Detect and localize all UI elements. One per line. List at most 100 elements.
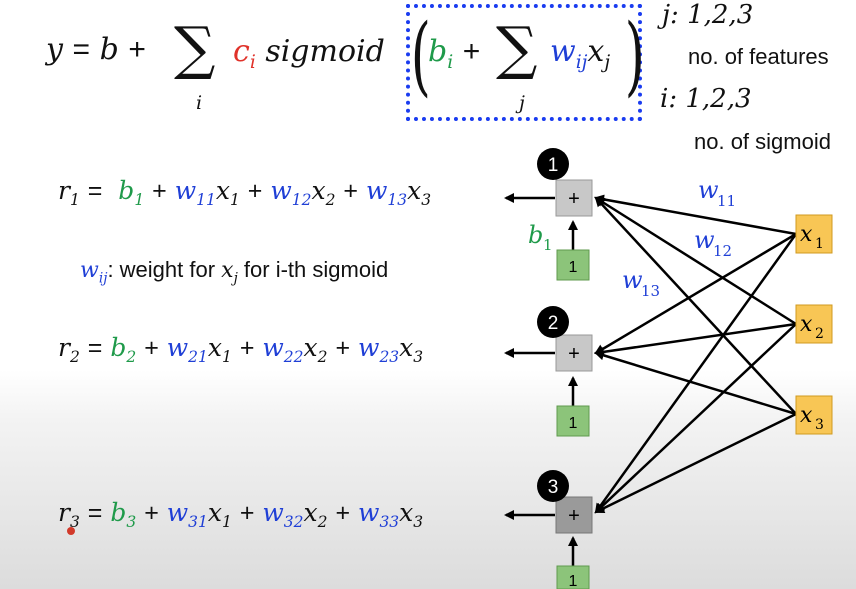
sum-node-2 [555, 334, 593, 372]
bias-box-2 [556, 405, 590, 437]
formula-x: x [587, 34, 605, 69]
formula-plus: + [128, 33, 146, 66]
edge-x3-n1 [594, 196, 797, 415]
eq3-w1-sub: 31 [188, 513, 208, 531]
paren-left: ( [410, 6, 431, 106]
eq1-w3-sub: 13 [387, 191, 408, 209]
sum-node-3-label: + [568, 505, 580, 527]
output-arrows [504, 193, 555, 520]
weight-note-text2: for i-th sigmoid [237, 257, 389, 282]
bias-label-sub: 1 [543, 236, 553, 254]
eq1-w1-sub: 11 [196, 191, 216, 209]
formula-wx-term: wijxj [550, 34, 610, 73]
bias-box-2-label: 1 [569, 415, 578, 432]
sum-node-1 [555, 179, 593, 217]
weight-label-w13-sub: 13 [641, 282, 660, 300]
sum-node-3 [555, 496, 593, 534]
eq2-x3: x [399, 333, 414, 362]
weight-note: wij: weight for xj for i-th sigmoid [80, 257, 388, 286]
edge-x1-n1 [594, 194, 797, 236]
eq1-w1: w [174, 176, 197, 205]
input-x3-sub: 3 [815, 417, 824, 433]
eq1-x1-sub: 1 [229, 191, 240, 209]
edge-x2-n1 [594, 196, 797, 326]
weight-label-w12: w [694, 226, 715, 254]
weight-label-w11: w [698, 176, 719, 204]
sum-symbol-j: ∑ [496, 14, 538, 82]
weight-note-w: w [80, 258, 99, 283]
eq2-b-sub: 2 [126, 348, 137, 366]
formula-c: c [233, 34, 250, 69]
edge-x3-n3 [594, 412, 797, 514]
eq2-x2-sub: 2 [317, 348, 328, 366]
formula-x-sub: j [604, 52, 611, 73]
eq3-w3-sub: 33 [379, 513, 400, 531]
edge-x1-n3 [594, 233, 798, 514]
eq1-x1: x [215, 176, 230, 205]
eq1-x3: x [407, 176, 422, 205]
formula-w-sub: ij [575, 52, 588, 73]
eq2-w2: w [262, 333, 284, 362]
eq3-w2: w [262, 498, 284, 527]
note-i-label: i: 1,2,3 [660, 84, 752, 114]
input-x2-label: x [800, 312, 813, 337]
eq1-x2-sub: 2 [325, 191, 336, 209]
bias-box-1-label: 1 [569, 259, 578, 276]
note-i-desc: no. of sigmoid [694, 129, 831, 154]
weight-label-w13: w [622, 266, 643, 294]
eq3-equals: = [87, 499, 103, 527]
weight-label-w12-sub: 12 [713, 242, 732, 260]
eq2-w1: w [166, 333, 189, 362]
note-j-desc: no. of features [688, 44, 829, 69]
edge-x3-n2 [594, 350, 797, 416]
eq3-x3: x [399, 498, 414, 527]
formula-y: y [46, 32, 63, 67]
eq1-equals: = [87, 177, 103, 205]
sum-index-i: i [196, 92, 203, 114]
eq2-w1-sub: 21 [188, 348, 208, 366]
eq2-w3-sub: 23 [379, 348, 400, 366]
eq3-w2-sub: 32 [283, 513, 304, 531]
node-circle-2-label: 2 [548, 313, 559, 334]
formula-c-sub: i [249, 52, 256, 73]
eq2-equals: = [87, 334, 103, 362]
eq1-w3: w [365, 176, 388, 205]
eq2-r: r [58, 333, 70, 362]
node-circle-3-label: 3 [548, 477, 559, 498]
bias-box-1 [556, 249, 590, 281]
input-box-x3 [795, 395, 833, 435]
weight-note-x: x [221, 258, 234, 283]
eq1-b-sub: 1 [134, 191, 145, 209]
eq3-b: b [110, 498, 127, 527]
eq3-w3: w [358, 498, 380, 527]
equation-r3: r3 = b3 + w31x1 + w32x2 + w33x3 [58, 498, 424, 531]
eq3-x1: x [207, 498, 222, 527]
eq2-x2: x [303, 333, 318, 362]
node-circle-2 [537, 306, 569, 338]
eq3-r-sub: 3 [69, 513, 80, 531]
eq3-x1-sub: 1 [222, 513, 232, 531]
weight-connections [594, 194, 798, 514]
edge-x2-n2 [594, 322, 797, 357]
eq3-w1: w [166, 498, 189, 527]
eq2-x1-sub: 1 [222, 348, 232, 366]
bias-box-3-label: 1 [569, 573, 578, 589]
sum-index-j: j [519, 92, 525, 114]
formula-bi-term: bi + [428, 34, 480, 73]
eq1-w2: w [270, 176, 292, 205]
eq1-x2: x [311, 176, 326, 205]
eq1-x3-sub: 3 [421, 191, 432, 209]
mouse-cursor-dot [67, 527, 75, 535]
node-circle-1-label: 1 [548, 155, 559, 176]
eq3-b-sub: 3 [126, 513, 137, 531]
input-x1-label: x [800, 222, 813, 247]
weight-label-w11-sub: 11 [717, 192, 736, 210]
input-box-x1 [795, 214, 833, 254]
main-formula: y = b + [46, 32, 146, 67]
eq3-x3-sub: 3 [413, 513, 424, 531]
eq1-w2-sub: 12 [291, 191, 312, 209]
eq3-r: r [58, 498, 70, 527]
formula-sigmoid: sigmoid [265, 34, 385, 69]
input-x3-label: x [800, 403, 813, 428]
bias-box-3 [556, 565, 590, 589]
